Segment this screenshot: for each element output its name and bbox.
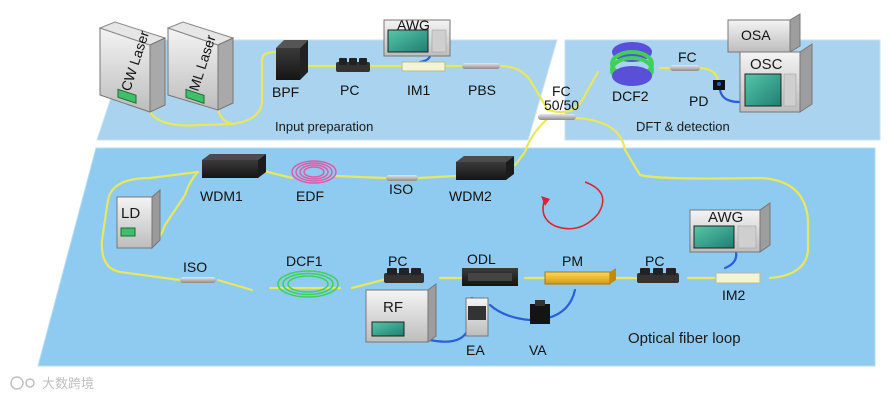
pbs[interactable]: PBS: [462, 63, 500, 98]
fc-dft[interactable]: FC: [670, 49, 700, 71]
watermark-text: 大数跨境: [42, 377, 94, 392]
fibers: [100, 50, 810, 292]
pc-loop-right-label: PC: [645, 253, 664, 269]
dft-detection-title: DFT & detection: [636, 119, 730, 134]
osa-label: OSA: [741, 27, 771, 43]
dcf2[interactable]: DCF2: [610, 42, 654, 104]
fc-main-label-line2: 50/50: [544, 97, 579, 113]
bpf[interactable]: BPF: [272, 40, 308, 100]
im1[interactable]: IM1: [401, 61, 446, 98]
circulation-arrow: [541, 181, 604, 230]
bpf-label: BPF: [272, 84, 299, 100]
ea[interactable]: EA: [465, 297, 489, 358]
osc-label: OSC: [750, 56, 783, 73]
pc-loop-left[interactable]: PC: [384, 253, 424, 283]
fc-main-label-line1: FC: [552, 83, 571, 99]
ld-label: LD: [121, 205, 140, 222]
wdm2-label: WDM2: [449, 188, 492, 204]
ml-laser[interactable]: ML Laser: [166, 21, 235, 111]
edf-label: EDF: [296, 188, 324, 204]
awg-top[interactable]: AWG: [383, 17, 451, 57]
awg-loop-label: AWG: [708, 209, 743, 226]
pm-label: PM: [562, 253, 583, 269]
rf[interactable]: RF: [365, 283, 437, 343]
va[interactable]: VA: [529, 300, 550, 358]
osa[interactable]: OSA: [727, 13, 801, 53]
cw-laser[interactable]: CW Laser: [98, 21, 167, 113]
watermark: 大数跨境: [10, 376, 94, 392]
dcf1[interactable]: DCF1: [277, 253, 339, 298]
odl-label: ODL: [467, 251, 496, 267]
input-preparation-title: Input preparation: [275, 119, 373, 134]
im1-label: IM1: [407, 82, 431, 98]
fc-dft-label: FC: [678, 49, 697, 65]
pd-label: PD: [689, 93, 708, 109]
pc-loop-right[interactable]: PC: [637, 253, 679, 283]
iso-bottom[interactable]: ISO: [180, 259, 216, 283]
pc-input[interactable]: PC: [336, 58, 370, 98]
optical-fiber-loop-panel: [37, 147, 876, 367]
rf-label: RF: [383, 299, 403, 316]
dcf1-label: DCF1: [286, 253, 323, 269]
pm[interactable]: PM: [544, 253, 616, 285]
ld[interactable]: LD: [116, 188, 161, 250]
iso-top-label: ISO: [389, 181, 413, 197]
dcf2-label: DCF2: [612, 88, 649, 104]
odl[interactable]: ODL: [462, 251, 518, 286]
awg-loop[interactable]: AWG: [689, 202, 771, 253]
wdm1-label: WDM1: [200, 188, 243, 204]
pd[interactable]: PD: [689, 80, 725, 109]
osc[interactable]: OSC: [739, 43, 813, 113]
wdm2[interactable]: WDM2: [449, 156, 514, 204]
iso-bottom-label: ISO: [183, 259, 207, 275]
pc-input-label: PC: [340, 82, 359, 98]
ea-label: EA: [466, 342, 485, 358]
pbs-label: PBS: [468, 82, 496, 98]
im2[interactable]: IM2: [715, 272, 761, 303]
va-label: VA: [529, 342, 547, 358]
optical-fiber-loop-title: Optical fiber loop: [628, 330, 741, 347]
iso-top[interactable]: ISO: [386, 175, 418, 197]
pc-loop-left-label: PC: [388, 253, 407, 269]
fc-50-50[interactable]: FC 50/50: [538, 83, 579, 120]
awg-top-label: AWG: [397, 17, 430, 33]
wdm1[interactable]: WDM1: [200, 154, 266, 204]
im2-label: IM2: [722, 287, 746, 303]
edf[interactable]: EDF: [291, 160, 337, 204]
